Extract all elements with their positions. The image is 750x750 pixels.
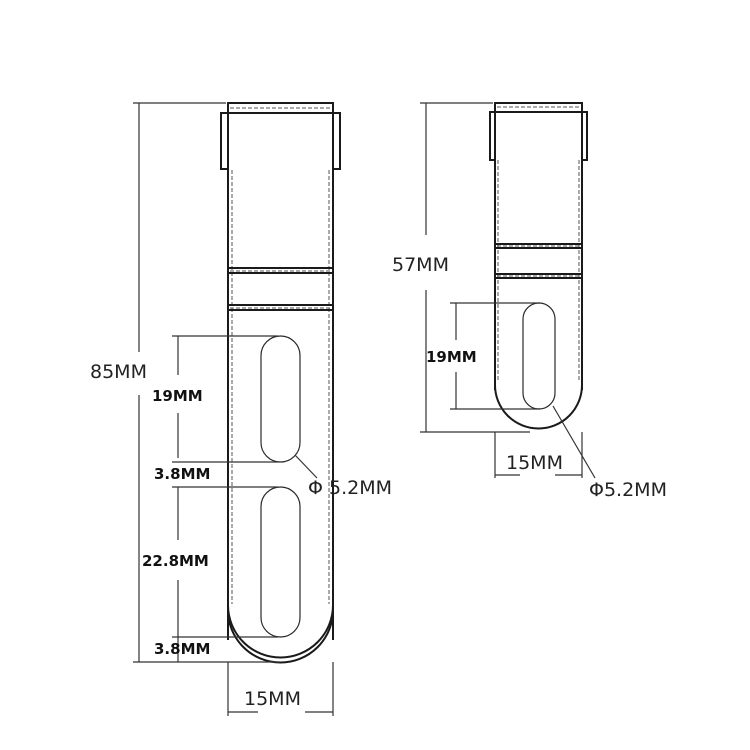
long-gap1-label: 3.8MM (154, 465, 210, 483)
short-total-length-label: 57MM (392, 254, 449, 276)
short-hole-diameter-label: Φ5.2MM (589, 479, 667, 501)
long-hole-diameter-label: Φ 5.2MM (308, 477, 392, 499)
long-bracket-dimensions (133, 102, 334, 716)
short-bracket-dimensions (420, 102, 596, 479)
long-slot2-label: 22.8MM (142, 552, 209, 570)
short-bracket-drawing (489, 102, 588, 430)
short-slot-label: 19MM (426, 348, 477, 366)
long-total-length-label: 85MM (90, 361, 147, 383)
short-width-label: 15MM (506, 452, 563, 474)
long-width-label: 15MM (244, 688, 301, 710)
long-gap2-label: 3.8MM (154, 640, 210, 658)
long-slot1-label: 19MM (152, 387, 203, 405)
long-bracket-drawing (220, 102, 341, 664)
